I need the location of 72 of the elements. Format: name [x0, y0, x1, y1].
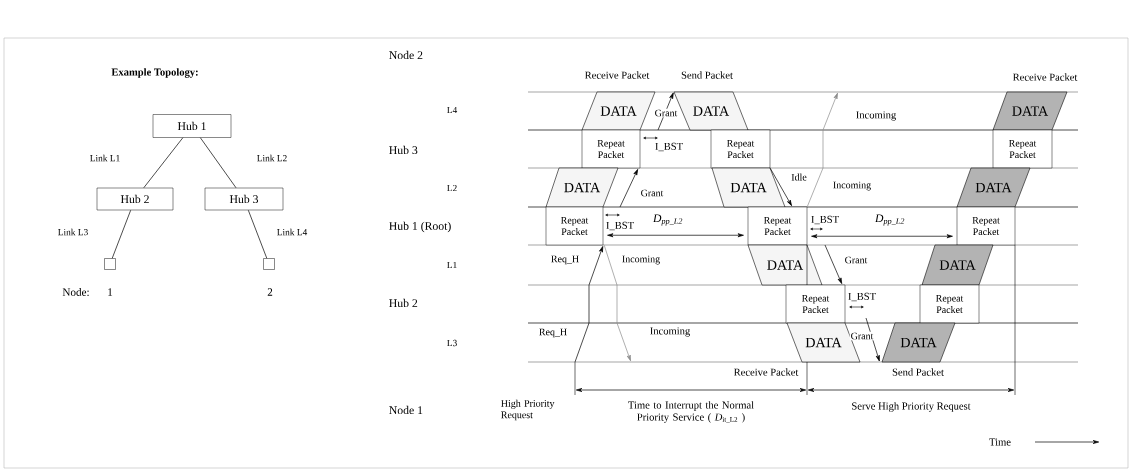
data-packet: DATA: [921, 244, 994, 286]
hub-box: Hub 3: [204, 187, 284, 211]
edge-label: Link L1: [90, 154, 120, 162]
edge-label: D$_{pp_L2}$: [652, 213, 684, 227]
text-label: Node 1: [389, 405, 423, 415]
packet-caption: Receive Packet: [733, 368, 799, 376]
text-label: L4: [447, 106, 458, 114]
arrow: [806, 92, 838, 208]
arrow: [619, 169, 639, 208]
edge-label: Link L4: [277, 228, 308, 236]
data-packet: DATA: [992, 91, 1068, 131]
text-label: Node 2: [389, 50, 423, 60]
edge-label: Idle: [790, 172, 808, 182]
text-label: I_BST: [811, 215, 839, 225]
text-label: Hub 2: [389, 298, 418, 308]
edge-label: D$_{pp_L2}$: [874, 213, 906, 227]
text-label: Example Topology:: [111, 68, 198, 78]
repeat-packet-box: Repeat Packet: [710, 129, 771, 169]
arrow: [769, 167, 792, 206]
text-label: I_BST: [606, 221, 634, 231]
text-label: Serve High Priority Request: [852, 402, 971, 412]
packet-caption: Receive Packet: [1012, 73, 1078, 81]
arrow: [811, 234, 953, 239]
arrow: [824, 244, 843, 284]
text-label: Req_H: [539, 328, 567, 338]
text-label: Node:: [62, 288, 89, 296]
edge-label: Link L2: [257, 154, 287, 162]
edge-label: Grant: [843, 255, 869, 265]
node-number: 1: [108, 288, 113, 296]
arrow: [574, 246, 604, 363]
text-label: L2: [447, 184, 457, 192]
text-label: Time: [989, 438, 1011, 446]
repeat-packet-box: Repeat Packet: [992, 129, 1053, 169]
repeat-packet-box: Repeat Packet: [919, 284, 980, 324]
edge-label: Incoming: [621, 254, 661, 266]
data-packet: DATA: [545, 167, 619, 208]
hub-box: Hub 1: [152, 114, 232, 138]
data-packet: DATA: [581, 91, 656, 131]
edge-label: Grant: [653, 108, 679, 118]
repeat-packet-box: Repeat Packet: [785, 284, 846, 324]
packet-caption: Send Packet: [892, 368, 944, 376]
arrow: [607, 233, 744, 238]
data-packet: DATA: [711, 167, 786, 208]
hub-box: Hub 2: [96, 187, 174, 211]
data-packet: DATA: [747, 244, 823, 286]
text-label: I_BST: [848, 292, 876, 302]
text-label: L1: [447, 261, 457, 269]
edge-label: Incoming: [832, 180, 873, 192]
text-label: Incoming: [856, 111, 896, 121]
packet-caption: Receive Packet: [584, 71, 650, 79]
repeat-packet-box: Repeat Packet: [956, 206, 1016, 246]
text-label: Time to Interrupt the Normal Priority Service ( D$_{it_L2}$ ): [628, 401, 754, 423]
repeat-packet-box: Repeat Packet: [581, 129, 641, 169]
edge-label: Req_H: [549, 254, 581, 266]
arrow: [603, 244, 631, 362]
text-label: I_BST: [655, 142, 683, 152]
arrow: [657, 92, 674, 131]
arrow: [865, 317, 880, 362]
text-label: Hub 3: [389, 145, 418, 155]
data-packet: DATA: [956, 167, 1031, 208]
text-label: L3: [447, 339, 457, 347]
text-label: Hub 1 (Root): [389, 221, 451, 233]
repeat-packet-box: Repeat Packet: [747, 206, 808, 246]
text-label: High Priority Request: [501, 399, 555, 421]
repeat-packet-box: Repeat Packet: [545, 206, 604, 246]
data-packet: DATA: [881, 322, 956, 363]
node-number: 2: [267, 288, 273, 296]
packet-caption: Send Packet: [681, 71, 733, 79]
text-label: Incoming: [650, 327, 690, 337]
edge-label: Link L3: [58, 228, 88, 236]
edge-label: Grant: [639, 188, 665, 198]
edge-label: Grant: [849, 331, 875, 341]
